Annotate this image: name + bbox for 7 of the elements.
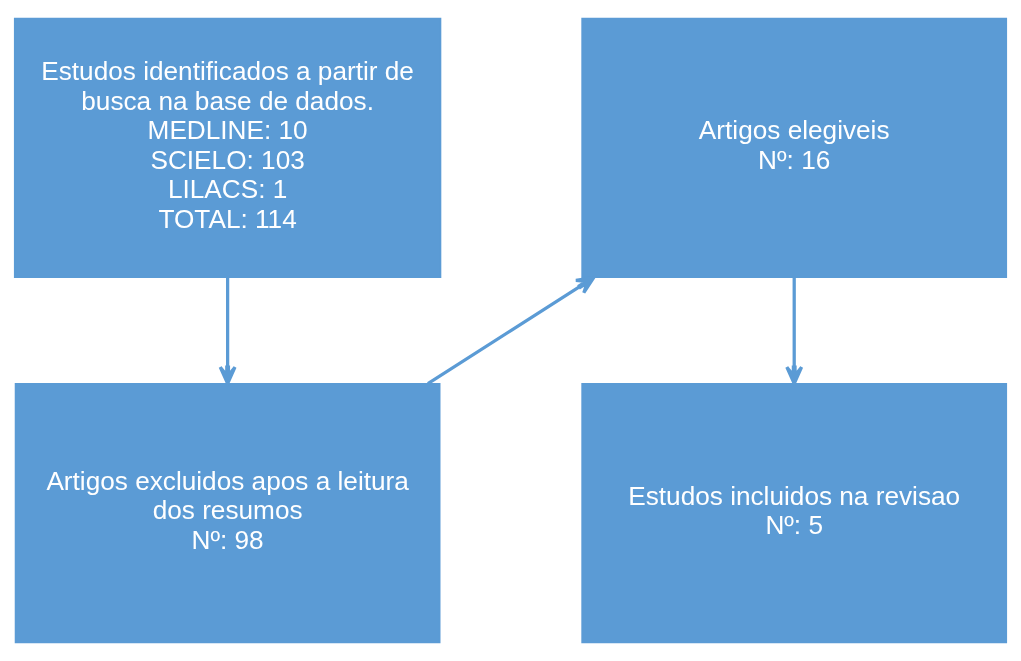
arrow — [218, 277, 237, 386]
node-box: Estudos identificados a partir de busca na base de dados. MEDLINE: 10 SCIELO: 103 LILACS: 1 TOTAL: 114 — [13, 17, 442, 279]
node-box: Artigos excluidos apos a leitura dos resumos Nº: 98 — [14, 382, 441, 644]
arrow — [427, 276, 596, 385]
arrow — [785, 277, 804, 386]
node-box: Estudos incluidos na revisao Nº: 5 — [581, 382, 1008, 644]
node-box: Artigos elegiveis Nº: 16 — [581, 17, 1008, 279]
